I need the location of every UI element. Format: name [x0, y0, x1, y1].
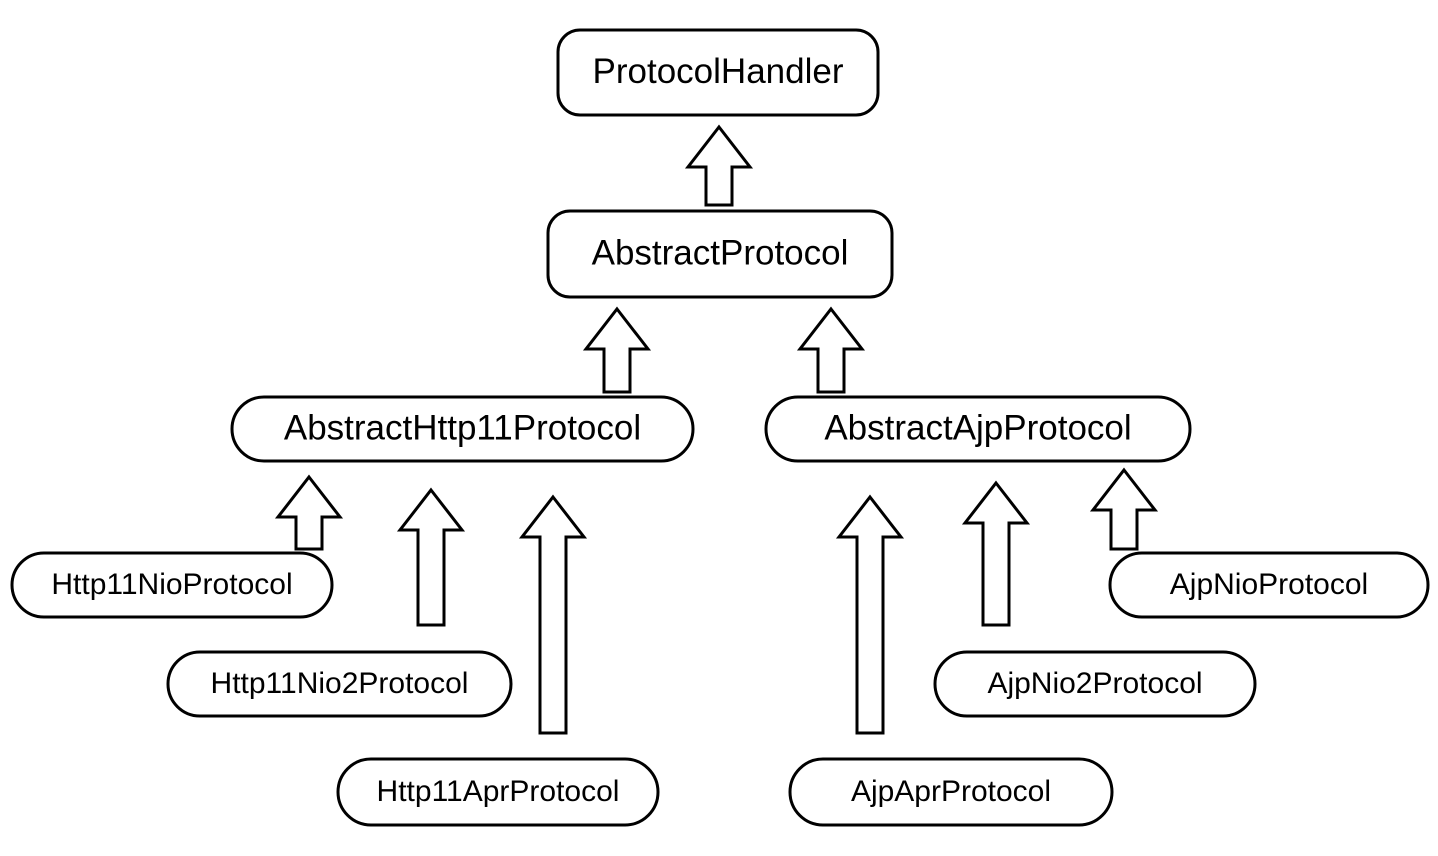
- class-node-ajp-apr-protocol[interactable]: AjpAprProtocol: [788, 757, 1114, 827]
- class-node-label-protocol-handler: ProtocolHandler: [593, 52, 844, 91]
- class-node-http11-nio-protocol[interactable]: Http11NioProtocol: [10, 551, 334, 619]
- class-node-label-http11-nio-protocol: Http11NioProtocol: [51, 568, 292, 601]
- class-node-abstract-protocol[interactable]: AbstractProtocol: [546, 209, 894, 299]
- edge-ajp-apr-to-abstract-ajp: [835, 494, 905, 735]
- class-node-label-http11-apr-protocol: Http11AprProtocol: [377, 775, 620, 808]
- edge-abstract-protocol-to-protocol-handler: [684, 124, 754, 207]
- class-nodes-layer: ProtocolHandlerAbstractProtocolAbstractH…: [10, 28, 1430, 827]
- edge-http11-nio-to-abstract-http11: [274, 474, 344, 551]
- class-node-box-ajp-apr-protocol: [788, 757, 1114, 827]
- class-node-label-abstract-ajp-protocol: AbstractAjpProtocol: [824, 408, 1131, 447]
- class-node-label-abstract-http11-protocol: AbstractHttp11Protocol: [284, 408, 641, 447]
- class-node-http11-nio2-protocol[interactable]: Http11Nio2Protocol: [166, 650, 513, 718]
- edge-abstract-ajp-to-abstract-protocol: [796, 306, 866, 394]
- class-node-label-http11-nio2-protocol: Http11Nio2Protocol: [211, 667, 469, 700]
- class-node-box-abstract-protocol: [546, 209, 894, 299]
- class-node-box-http11-apr-protocol: [336, 757, 660, 827]
- edge-abstract-http11-to-abstract-protocol: [582, 306, 652, 394]
- generalization-edges-layer: [274, 124, 1159, 735]
- class-node-box-abstract-http11-protocol: [230, 395, 695, 463]
- class-node-box-ajp-nio-protocol: [1108, 551, 1430, 619]
- class-node-label-abstract-protocol: AbstractProtocol: [592, 233, 849, 272]
- class-node-label-ajp-apr-protocol: AjpAprProtocol: [851, 775, 1051, 808]
- class-node-label-ajp-nio2-protocol: AjpNio2Protocol: [987, 667, 1202, 700]
- class-node-box-http11-nio-protocol: [10, 551, 334, 619]
- class-node-box-ajp-nio2-protocol: [933, 650, 1257, 718]
- class-node-box-http11-nio2-protocol: [166, 650, 513, 718]
- class-node-box-abstract-ajp-protocol: [764, 395, 1192, 463]
- edge-http11-apr-to-abstract-http11: [518, 494, 588, 735]
- class-node-abstract-http11-protocol[interactable]: AbstractHttp11Protocol: [230, 395, 695, 463]
- class-node-ajp-nio2-protocol[interactable]: AjpNio2Protocol: [933, 650, 1257, 718]
- class-node-http11-apr-protocol[interactable]: Http11AprProtocol: [336, 757, 660, 827]
- class-node-label-ajp-nio-protocol: AjpNioProtocol: [1170, 568, 1368, 601]
- edge-http11-nio2-to-abstract-http11: [396, 487, 466, 627]
- edge-ajp-nio-to-abstract-ajp: [1089, 467, 1159, 551]
- edge-ajp-nio2-to-abstract-ajp: [961, 480, 1031, 627]
- class-node-ajp-nio-protocol[interactable]: AjpNioProtocol: [1108, 551, 1430, 619]
- class-node-box-protocol-handler: [556, 28, 880, 117]
- class-node-protocol-handler[interactable]: ProtocolHandler: [556, 28, 880, 117]
- class-node-abstract-ajp-protocol[interactable]: AbstractAjpProtocol: [764, 395, 1192, 463]
